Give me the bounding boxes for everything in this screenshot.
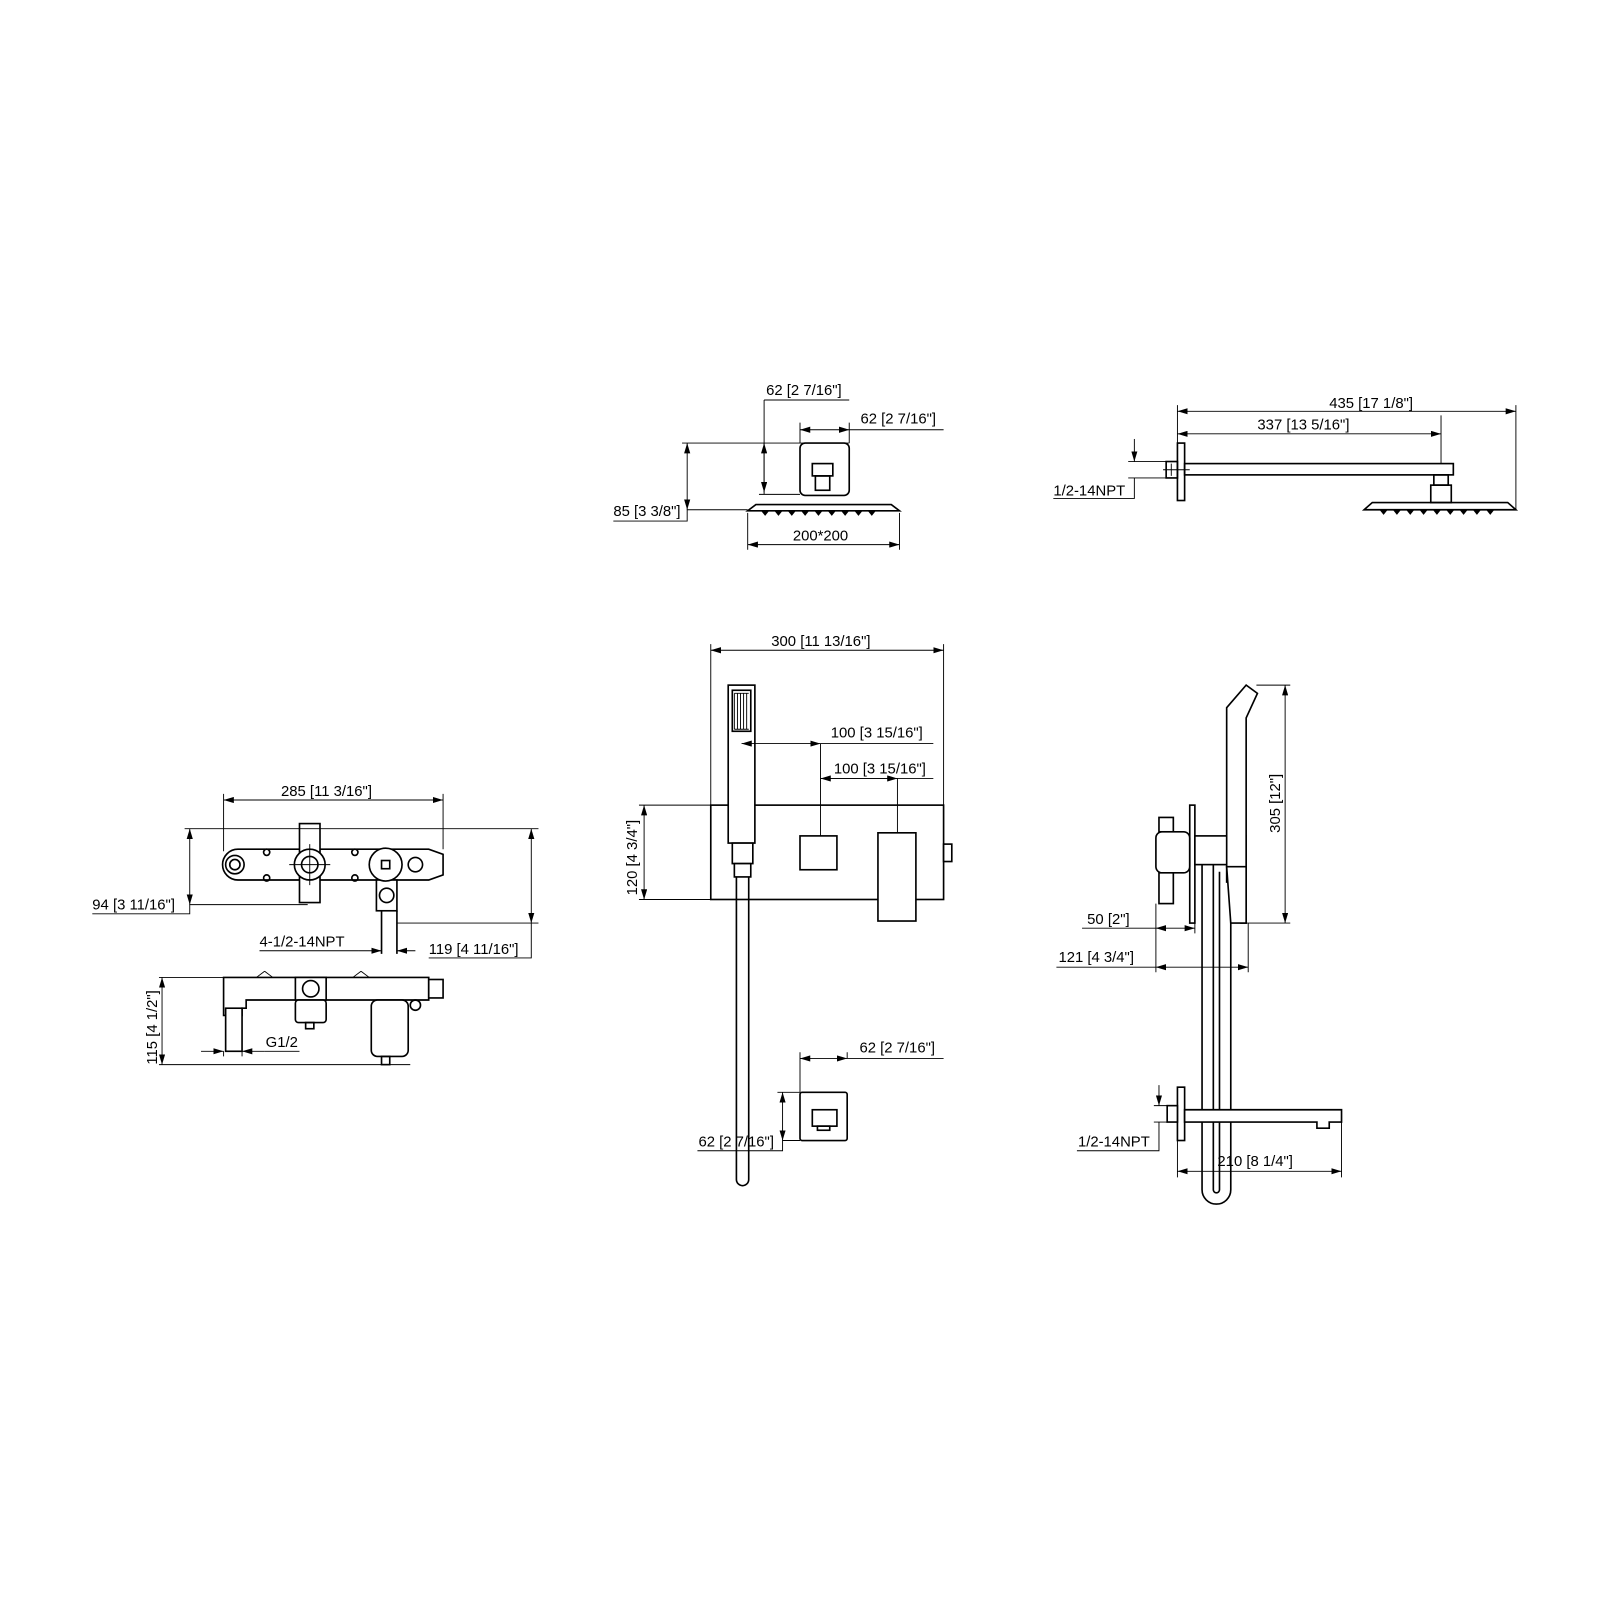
dim-depth: 62 [2 7/16"] xyxy=(766,383,842,399)
dim-overall: 435 [17 1/8"] xyxy=(1329,396,1413,412)
dim-height: 85 [3 3/8"] xyxy=(613,504,680,520)
dim-50: 50 [2"] xyxy=(1087,912,1129,928)
dim-210: 210 [8 1/4"] xyxy=(1217,1154,1293,1170)
dim-94: 94 [3 11/16"] xyxy=(92,898,175,914)
dim-height: 120 [4 3/4"] xyxy=(625,820,641,896)
dim-100-a: 100 [3 15/16"] xyxy=(831,725,923,741)
spout-front-view: 62 [2 7/16"] 62 [2 7/16"] xyxy=(697,1040,944,1152)
thread: 1/2-14NPT xyxy=(1053,483,1125,499)
shower-head-front-view: 62 [2 7/16"] 62 [2 7/16"] 85 [3 3/8"] 20… xyxy=(613,383,944,550)
thread: 1/2-14NPT xyxy=(1078,1135,1150,1151)
rough-in-valve-top-view: 285 [11 3/16"] 94 [3 11/16"] 119 [4 11/1… xyxy=(92,784,539,959)
dim-arm: 337 [13 5/16"] xyxy=(1257,418,1349,434)
dim-119: 119 [4 11/16"] xyxy=(429,942,519,958)
dim-length: 285 [11 3/16"] xyxy=(281,784,372,800)
dim-plate: 200*200 xyxy=(793,529,848,545)
thread: 4-1/2-14NPT xyxy=(259,935,344,951)
nozzles xyxy=(761,510,876,516)
trim-side-view: 305 [12"] 50 [2"] 121 [4 3/4"] 1/2-14NPT… xyxy=(1056,684,1343,1205)
inlet: G1/2 xyxy=(266,1035,298,1051)
dim-115: 115 [4 1/2"] xyxy=(145,990,161,1064)
rough-in-valve-side-view: 115 [4 1/2"] G1/2 xyxy=(145,970,444,1066)
spout-dim-height: 62 [2 7/16"] xyxy=(698,1135,774,1151)
dim-121: 121 [4 3/4"] xyxy=(1058,950,1134,966)
dim-305: 305 [12"] xyxy=(1268,774,1284,833)
dim-100-b: 100 [3 15/16"] xyxy=(834,761,926,777)
spout-dim-width: 62 [2 7/16"] xyxy=(859,1040,935,1056)
dim-width: 300 [11 13/16"] xyxy=(771,634,870,650)
shower-arm-side-view: 435 [17 1/8"] 337 [13 5/16"] 1/2-14NPT xyxy=(1053,396,1519,515)
trim-front-view: 300 [11 13/16"] 100 [3 15/16"] 100 [3 15… xyxy=(625,634,953,1187)
dim-width: 62 [2 7/16"] xyxy=(861,412,937,428)
